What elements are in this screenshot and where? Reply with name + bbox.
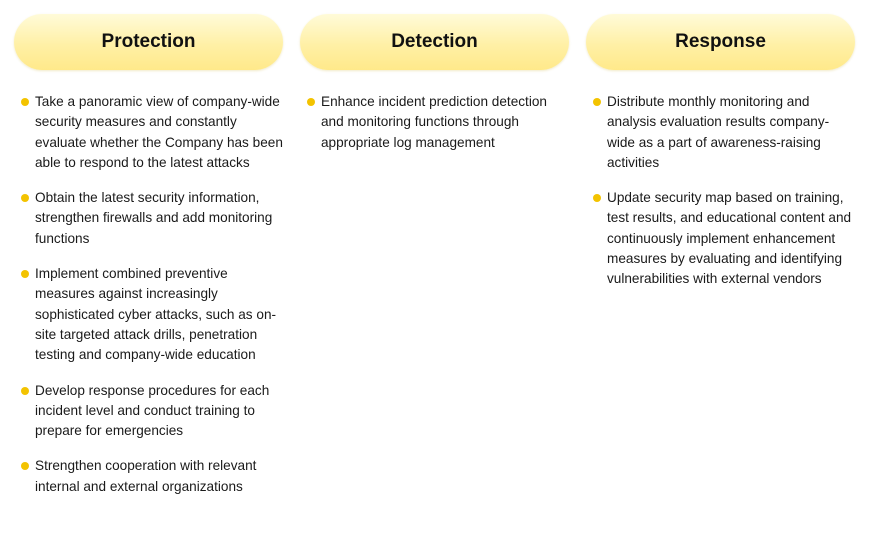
list-item-text: Take a panoramic view of company-wide se… xyxy=(35,94,283,170)
column-header-detection: Detection xyxy=(300,14,569,70)
column-title: Detection xyxy=(391,31,478,52)
bullet-dot-icon xyxy=(307,98,315,106)
list-item: Implement combined preventive measures a… xyxy=(14,264,283,365)
bullet-dot-icon xyxy=(593,98,601,106)
list-item-text: Strengthen cooperation with relevant int… xyxy=(35,458,257,494)
column-header-protection: Protection xyxy=(14,14,283,70)
list-item-text: Develop response procedures for each inc… xyxy=(35,382,270,439)
column-header-response: Response xyxy=(586,14,855,70)
list-item-text: Distribute monthly monitoring and analys… xyxy=(607,94,830,170)
bullet-dot-icon xyxy=(21,386,29,395)
security-measures-columns: Protection Take a panoramic view of comp… xyxy=(14,14,856,512)
list-item: Obtain the latest security information, … xyxy=(14,188,283,249)
list-item-text: Obtain the latest security information, … xyxy=(35,190,273,246)
bullet-list: Take a panoramic view of company-wide se… xyxy=(14,92,283,497)
bullet-dot-icon xyxy=(21,462,29,471)
bullet-dot-icon xyxy=(593,194,601,203)
list-item-text: Implement combined preventive measures a… xyxy=(35,266,277,363)
bullet-dot-icon xyxy=(21,270,29,279)
bullet-dot-icon xyxy=(21,194,29,203)
list-item: Update security map based on training, t… xyxy=(586,188,855,289)
column-title: Response xyxy=(675,31,766,52)
bullet-list: Enhance incident prediction detection an… xyxy=(300,92,569,153)
list-item: Strengthen cooperation with relevant int… xyxy=(14,456,283,497)
column-protection: Protection Take a panoramic view of comp… xyxy=(14,14,283,512)
list-item-text: Enhance incident prediction detection an… xyxy=(321,94,547,150)
bullet-list: Distribute monthly monitoring and analys… xyxy=(586,92,855,290)
list-item: Distribute monthly monitoring and analys… xyxy=(586,92,855,173)
column-detection: Detection Enhance incident prediction de… xyxy=(300,14,569,512)
list-item: Take a panoramic view of company-wide se… xyxy=(14,92,283,173)
column-title: Protection xyxy=(101,31,196,52)
list-item: Develop response procedures for each inc… xyxy=(14,381,283,442)
bullet-dot-icon xyxy=(21,98,29,106)
list-item: Enhance incident prediction detection an… xyxy=(300,92,569,153)
column-response: Response Distribute monthly monitoring a… xyxy=(586,14,855,512)
list-item-text: Update security map based on training, t… xyxy=(607,190,852,287)
